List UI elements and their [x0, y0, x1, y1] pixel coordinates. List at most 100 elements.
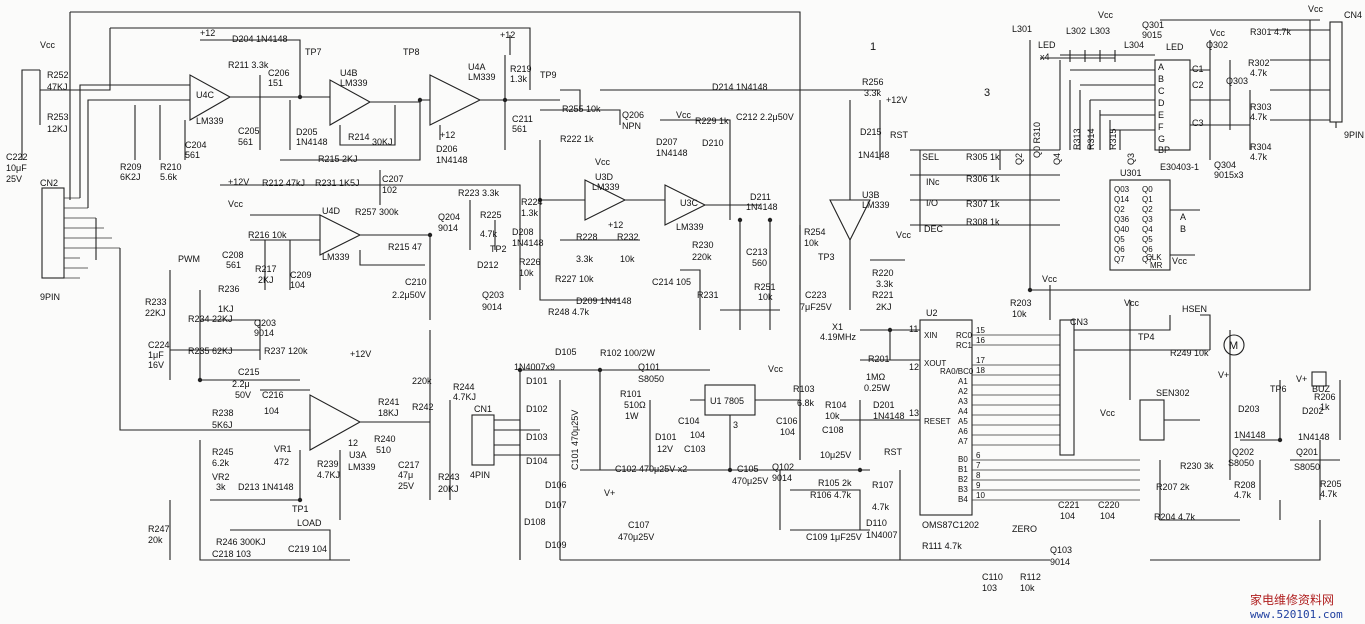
- c205-label: C205: [238, 126, 260, 136]
- seg-g: G: [1158, 134, 1165, 144]
- buz-label: BUZ: [1312, 384, 1331, 394]
- u2-pin12: 12: [909, 362, 919, 372]
- u2-pin11: 11: [909, 324, 918, 334]
- u4d-label: U4D: [322, 206, 341, 216]
- u2-pin13: 13: [909, 408, 919, 418]
- r112-label: R112: [1020, 572, 1041, 582]
- c110-value: 103: [982, 583, 997, 593]
- p12-label-4: +12: [608, 220, 623, 230]
- c223-label: C223: [805, 290, 827, 300]
- r219-label: R219: [510, 64, 532, 74]
- q304-label: Q304: [1214, 160, 1236, 170]
- r217-label: R217: [255, 264, 277, 274]
- c205-value: 561: [238, 137, 253, 147]
- u2-pin16: 16: [976, 336, 985, 345]
- c215-voltage: 50V: [235, 390, 251, 400]
- vr1-value: 472: [274, 457, 289, 467]
- rst-label-1: RST: [890, 130, 909, 140]
- r102-label: R102 100/2W: [600, 348, 656, 358]
- r231b-label: R231: [697, 290, 719, 300]
- d215-label: D215: [860, 127, 882, 137]
- u2-pin6: 6: [976, 451, 981, 460]
- q304-type: 9015x3: [1214, 170, 1244, 180]
- r112-value: 10k: [1020, 583, 1035, 593]
- u2-pin7: 7: [976, 461, 981, 470]
- d205-label: D205: [296, 127, 318, 137]
- u301-pin-name: Q0: [1142, 185, 1153, 194]
- u301-pin-label: Q2: [1114, 205, 1125, 214]
- q202-label: Q202: [1232, 447, 1254, 457]
- u3c-label: U3C: [680, 198, 699, 208]
- u301-clk: CLK: [1146, 253, 1162, 262]
- vcc-label-10: Vcc: [1098, 10, 1114, 20]
- r249-label: R249 10k: [1170, 348, 1209, 358]
- d106-label: D106: [545, 480, 567, 490]
- inc-label: INc: [926, 177, 940, 187]
- seg-c: C: [1158, 86, 1165, 96]
- load-label: LOAD: [297, 518, 322, 528]
- r230b-label: R230 3k: [1180, 461, 1214, 471]
- q101-label: Q101: [638, 362, 660, 372]
- d101b-value: 12V: [657, 444, 673, 454]
- d211-value: 1N4148: [746, 202, 778, 212]
- labels-mcu: X1 4.19MHz R201 1MΩ 0.25W U2 11 12 13 XI…: [820, 274, 1214, 530]
- q203-label: Q203: [254, 318, 276, 328]
- p12v-label-1: +12V: [228, 177, 249, 187]
- vcc-label-3: Vcc: [595, 157, 611, 167]
- d209-label: D209 1N4148: [576, 296, 632, 306]
- d-bridge-type: 1N4007x9: [514, 362, 555, 372]
- d208-label: D208: [512, 227, 534, 237]
- r252-value: 47KJ: [47, 82, 68, 92]
- p12-label-2: +12: [500, 30, 515, 40]
- vcc-label-4: Vcc: [676, 110, 692, 120]
- q201-type: S8050: [1294, 462, 1320, 472]
- c204-value: 561: [185, 150, 200, 160]
- u3b-label: U3B: [862, 190, 880, 200]
- vcc-label-5: Vcc: [896, 230, 912, 240]
- u301-label: U301: [1120, 168, 1142, 178]
- r215-label: R215 2KJ: [318, 154, 358, 164]
- cn4-pin9-label: 9PIN: [1344, 130, 1364, 140]
- junction-dots: [197, 94, 1283, 503]
- tp1-label: TP1: [292, 504, 309, 514]
- r209-value: 6K2J: [120, 172, 141, 182]
- r305-label: R305 1k: [966, 152, 1000, 162]
- r243-value: 20KJ: [438, 484, 459, 494]
- c216-label: C216: [262, 390, 284, 400]
- labels-drivers: M V+ TP6 V+ BUZ R206 1k D203 1N4148 D202…: [1218, 340, 1342, 500]
- r214-label: R214: [348, 132, 370, 142]
- r212-label: R212 47kJ: [262, 178, 305, 188]
- u2-a2: A2: [958, 387, 968, 396]
- r101-label: R101: [620, 389, 642, 399]
- q203-type: 9014: [254, 328, 274, 338]
- r301-label: R301 4.7k: [1250, 27, 1292, 37]
- r204-label: R204 4.7k: [1154, 512, 1196, 522]
- r234-label: R234 22KJ: [188, 314, 233, 324]
- d110-label: D110: [866, 518, 887, 528]
- r257-label: R257 300k: [355, 207, 399, 217]
- r232-value: 10k: [620, 254, 635, 264]
- r221-label: R221: [872, 290, 894, 300]
- r201-label: R201: [868, 354, 890, 364]
- r314-label: R314: [1086, 128, 1096, 150]
- u301-pin-name: Q2: [1142, 205, 1153, 214]
- u2-pin17: 17: [976, 356, 985, 365]
- seg-e: E: [1158, 110, 1164, 120]
- c108-label: C108: [822, 425, 844, 435]
- r231-label: R231 1K5J: [315, 178, 360, 188]
- sel-label: SEL: [922, 152, 939, 162]
- q303-label: Q303: [1226, 76, 1248, 86]
- tp6-label: TP6: [1270, 384, 1287, 394]
- r235-label: R235 62KJ: [188, 346, 233, 356]
- c222-voltage: 25V: [6, 174, 22, 184]
- u2-pin9: 9: [976, 481, 981, 490]
- r226-label: R226: [519, 257, 541, 267]
- r226-value: 10k: [519, 268, 534, 278]
- q203a-type: 9014: [482, 302, 502, 312]
- rst-label-2: RST: [884, 447, 903, 457]
- r304-label: R304: [1250, 142, 1272, 152]
- r256-value: 3.3k: [864, 88, 882, 98]
- d101b-label: D101: [655, 432, 677, 442]
- r238-label: R238: [212, 408, 234, 418]
- u301-pin-name: Q1: [1142, 195, 1153, 204]
